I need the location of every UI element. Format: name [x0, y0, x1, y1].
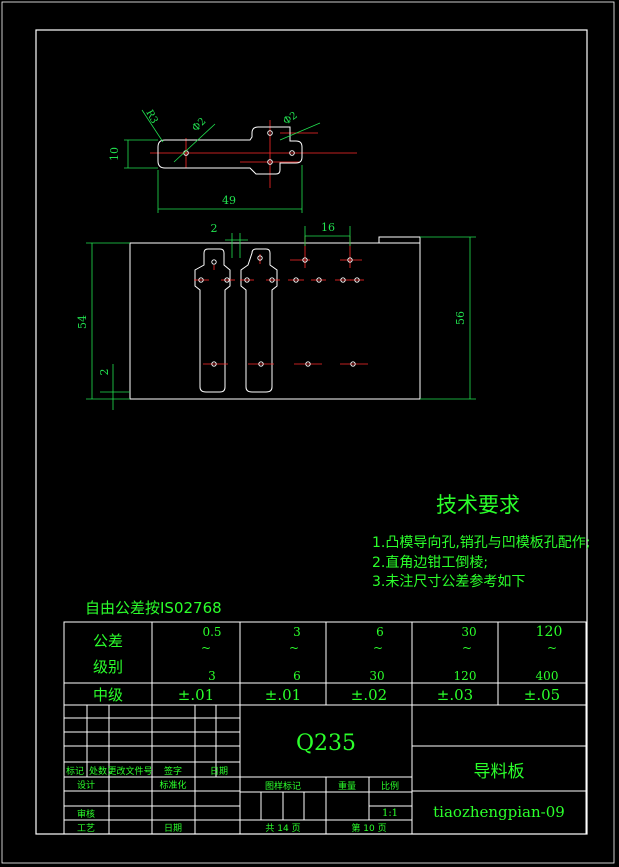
header-date: 日期 — [210, 766, 228, 777]
tolerance-table: 自由公差按IS02768 公差 级别 0.5 ~ 3 3 ~ 6 6 ~ 30 … — [63, 599, 587, 706]
header-signature: 签字 — [164, 765, 182, 777]
grade-value-5: ±.05 — [524, 686, 560, 704]
front-view: 2 16 54 2 56 — [76, 221, 476, 410]
grade-value-1: ±.01 — [178, 686, 214, 704]
range-5-tilde: ~ — [547, 641, 557, 655]
header-count: 处数 — [89, 765, 107, 777]
range-1-from: 0.5 — [202, 625, 221, 639]
title-block: Q235 导料板 tiaozhengpian-09 标记 处数 更改文件号 签字… — [63, 704, 587, 835]
grade-label: 中级 — [93, 686, 123, 704]
range-5-from: 120 — [536, 624, 563, 640]
dim-bottom-2: 2 — [98, 369, 111, 376]
label-weight: 重量 — [338, 780, 356, 792]
range-4-to: 120 — [454, 669, 477, 683]
grade-value-2: ±.01 — [265, 686, 301, 704]
label-stage-mark: 图样标记 — [265, 780, 301, 792]
material: Q235 — [296, 731, 356, 756]
scale-value: 1:1 — [382, 808, 398, 819]
tech-notes-title: 技术要求 — [436, 493, 520, 517]
range-3-tilde: ~ — [373, 641, 383, 655]
range-4-tilde: ~ — [462, 641, 472, 655]
dim-height-54: 54 — [76, 315, 89, 329]
label-design: 设计 — [77, 779, 95, 791]
tolerance-caption: 自由公差按IS02768 — [85, 599, 222, 617]
guide-plate-outline-top — [157, 126, 303, 175]
tech-note-1: 1.凸模导向孔,销孔与凹模板孔配作; — [372, 535, 591, 551]
header-change-doc: 更改文件号 — [107, 765, 152, 777]
label-date: 日期 — [164, 823, 182, 834]
grade-value-3: ±.02 — [351, 686, 387, 704]
label-review: 审核 — [77, 808, 95, 820]
range-1-to: 3 — [208, 669, 216, 683]
range-2-to: 6 — [293, 669, 301, 683]
part-name: 导料板 — [474, 762, 525, 782]
header-mark: 标记 — [66, 765, 84, 777]
label-standard: 标准化 — [159, 779, 186, 791]
dim-pitch-16: 16 — [321, 221, 335, 234]
tech-note-3: 3.未注尺寸公差参考如下 — [372, 573, 525, 590]
range-2-tilde: ~ — [289, 641, 299, 655]
dim-height-56: 56 — [454, 311, 467, 325]
tech-note-2: 2.直角边钳工倒棱; — [372, 554, 488, 571]
range-3-from: 6 — [376, 625, 384, 639]
range-3-to: 30 — [369, 669, 384, 683]
range-2-from: 3 — [293, 625, 301, 639]
tolerance-header-line2: 级别 — [93, 658, 123, 676]
total-sheets: 共 14 页 — [265, 823, 300, 834]
range-5-to: 400 — [536, 669, 559, 683]
range-1-tilde: ~ — [201, 641, 211, 655]
tolerance-header-line1: 公差 — [93, 632, 123, 650]
label-scale: 比例 — [381, 780, 399, 792]
drawing-number: tiaozhengpian-09 — [433, 803, 565, 821]
dim-length-49: 49 — [222, 194, 236, 207]
dim-width-10: 10 — [108, 147, 121, 161]
label-process: 工艺 — [77, 823, 95, 834]
dim-gap-2: 2 — [211, 222, 218, 235]
range-4-from: 30 — [461, 625, 476, 639]
technical-requirements: 技术要求 1.凸模导向孔,销孔与凹模板孔配作; 2.直角边钳工倒棱; 3.未注尺… — [372, 493, 591, 590]
sheet-number: 第 10 页 — [351, 822, 386, 834]
grade-value-4: ±.03 — [437, 686, 473, 704]
